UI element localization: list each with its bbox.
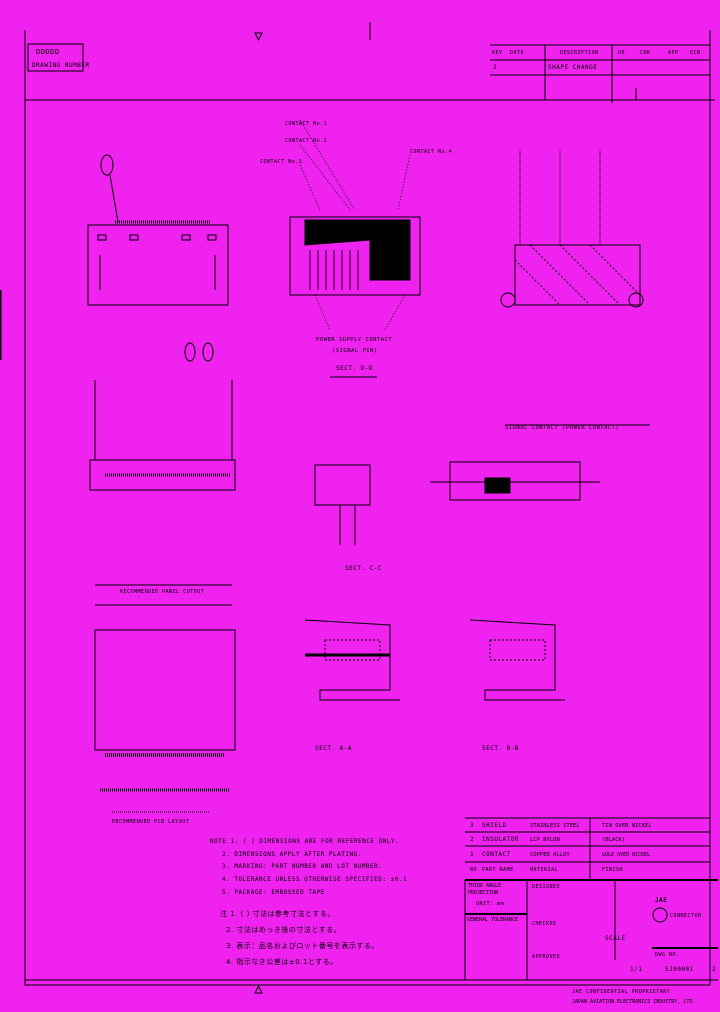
- app-header: APP: [668, 50, 679, 56]
- unit-label: UNIT: mm: [476, 901, 505, 907]
- title-stamp: [27, 43, 84, 72]
- note-2: 2. DIMENSIONS APPLY AFTER PLATING.: [222, 851, 362, 858]
- company-full-name: JAPAN AVIATION ELECTRONICS INDUSTRY, LTD…: [572, 999, 696, 1005]
- dwg-no-label: DWG NO.: [655, 952, 680, 958]
- material-row-3-material: STAINLESS STEEL: [530, 823, 580, 829]
- designed-label: DESIGNED: [532, 884, 561, 890]
- sect-aa-label: SECT. A-A: [315, 745, 353, 752]
- material-row-2-finish: (BLACK): [602, 837, 626, 843]
- dr-header: DR: [618, 50, 626, 56]
- materials-header-finish: FINISH: [602, 867, 624, 873]
- recommended-pcb-label: RECOMMENDED PCB LAYOUT: [112, 819, 190, 825]
- power-contact-label: POWER SUPPLY CONTACT: [316, 337, 393, 343]
- contact-1-label: CONTACT No.1: [285, 121, 328, 127]
- scale-label: SCALE: [605, 935, 626, 942]
- front-view-top-left: [87, 154, 229, 306]
- ecn-header: ECN: [690, 50, 701, 56]
- title-label: CONNECTOR: [670, 913, 702, 919]
- rev-number: 2: [712, 966, 717, 973]
- side-view-top-right: [500, 150, 650, 426]
- approved-label: APPROVED: [532, 954, 561, 960]
- section-dd-view: [289, 119, 421, 378]
- section-view-middle: [314, 464, 371, 545]
- note-1: NOTE 1. ( ) DIMENSIONS ARE FOR REFERENCE…: [210, 838, 400, 845]
- bottom-view-middle-right: [430, 461, 600, 501]
- sect-dd-label: SECT. D-D: [336, 365, 374, 372]
- materials-header-part: PART NAME: [482, 867, 514, 873]
- material-row-2-no: 2: [470, 836, 475, 843]
- border-frame: [0, 22, 715, 994]
- third-angle-label: THIRD ANGLE PROJECTION: [468, 883, 502, 896]
- note-jp-2: 2. 寸法はめっき後の寸法とする。: [226, 926, 342, 934]
- tolerance-label: GENERAL TOLERANCE: [467, 917, 519, 923]
- sheet-number: 1/1: [630, 966, 643, 973]
- checked-label: CHECKED: [532, 921, 557, 927]
- material-row-1-finish: GOLD OVER NICKEL: [602, 852, 651, 858]
- section-aa-view: [304, 619, 400, 701]
- date-header: DATE: [510, 50, 525, 56]
- drawing-number-stamp: DDDDD: [36, 48, 60, 56]
- description-header: DESCRIPTION: [560, 50, 599, 56]
- note-4: 4. TOLERANCE UNLESS OTHERWISE SPECIFIED:…: [222, 876, 408, 883]
- signal-contact-label: SIGNAL CONTACT (POWER CONTACT): [505, 425, 620, 431]
- material-row-3-no: 3: [470, 822, 475, 829]
- materials-header-material: MATERIAL: [530, 867, 559, 873]
- note-3: 3. MARKING: PART NUMBER AND LOT NUMBER.: [222, 863, 383, 870]
- revision-table-lines: [490, 44, 710, 103]
- sect-cc-label: SECT. C-C: [345, 565, 383, 572]
- pcb-layout-view: [94, 629, 236, 813]
- materials-header-no: NO: [470, 867, 478, 873]
- drawing-number-caption: DRAWING NUMBER: [32, 62, 90, 69]
- note-jp-4: 4. 指示なき公差は±0.1とする。: [226, 958, 338, 966]
- power-contact-sub: (SIGNAL PIN): [332, 348, 378, 354]
- material-row-1-part: CONTACT: [482, 851, 511, 858]
- section-bb-view: [469, 619, 565, 701]
- contact-4-label: CONTACT No.4: [410, 149, 453, 155]
- contact-3-label: CONTACT No.3: [260, 159, 303, 165]
- sect-bb-label: SECT. B-B: [482, 745, 520, 752]
- material-row-2-part: INSULATOR: [482, 836, 520, 843]
- note-5: 5. PACKAGE: EMBOSSED TAPE: [222, 889, 325, 896]
- dwg-no: SJ00001: [665, 966, 694, 973]
- revision-row-description: SHAPE CHANGE: [548, 64, 598, 71]
- front-view-middle-left: [89, 342, 236, 606]
- title-block-lines: [25, 817, 718, 985]
- revision-row-rev: 2: [493, 64, 498, 71]
- note-jp-1: 注 1. ( ) 寸法は参考寸法とする。: [220, 910, 335, 918]
- contact-2-label: CONTACT No.2: [285, 138, 328, 144]
- confidential-label: JAE CONFIDENTIAL PROPRIETARY: [572, 989, 671, 995]
- company-logo: JAE: [655, 897, 668, 904]
- material-row-1-material: COPPER ALLOY: [530, 852, 570, 858]
- material-row-3-part: SHIELD: [482, 822, 507, 829]
- recommended-panel-label: RECOMMENDED PANEL CUTOUT: [120, 589, 205, 595]
- material-row-3-finish: TIN OVER NICKEL: [602, 823, 652, 829]
- chk-header: CHK: [640, 50, 651, 56]
- rev-header: REV: [492, 50, 503, 56]
- note-jp-3: 3. 表示：品名およびロット番号を表示する。: [226, 942, 379, 950]
- material-row-2-material: LCP NYLON: [530, 837, 560, 843]
- material-row-1-no: 1: [470, 851, 475, 858]
